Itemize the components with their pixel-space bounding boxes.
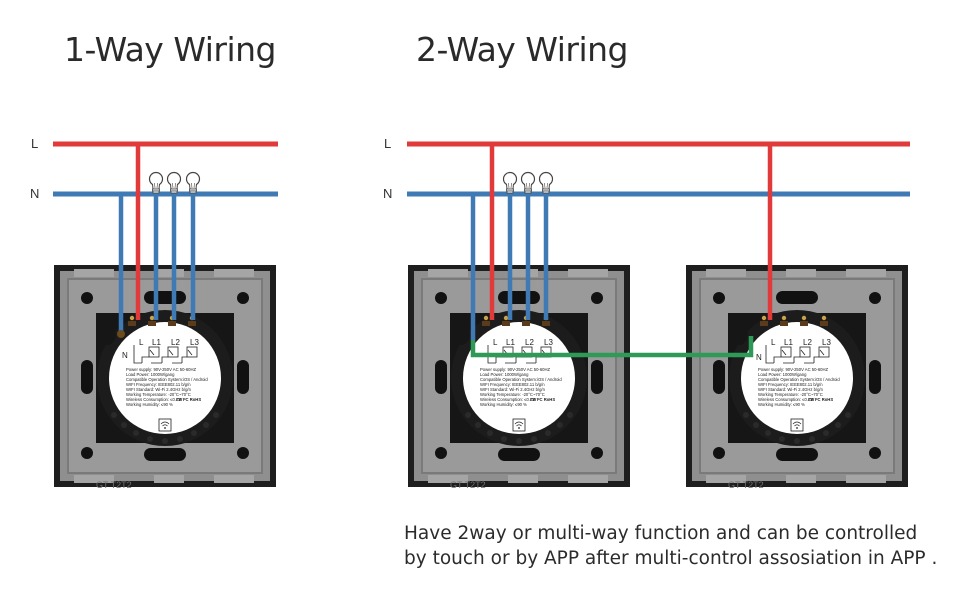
spec-line: Working Temperature: -20°C~70°C [126,392,191,397]
traveler-wire [470,336,754,358]
spec-line: Compatible Operation System:iOS / Androi… [758,377,840,382]
spec-line: WIFI Frequency: IEEE802.11 b/g/n [126,382,191,387]
one-way-diagram: L L1 L2 L3 N Power supply: 90V-250V AC 5… [53,141,278,491]
spec-line: Wireless Consumption: ≤0.2W [126,397,182,402]
light-bulb-icon [538,171,554,194]
spec-line: Load Power: 1000W/gang [758,372,807,377]
light-bulb-icon [148,171,164,194]
spec-line: Working Humidity: ≤90 % [758,402,805,407]
light-bulb-icon [520,171,536,194]
terminal-label-L1: L1 [152,338,161,347]
spec-line: Power supply: 90V-250V AC 50-60HZ [758,367,829,372]
spec-line: Load Power: 1000W/gang [126,372,175,377]
certification-marks: CE FC RoHS [176,397,201,402]
spec-line: Working Temperature: -20°C~70°C [480,392,545,397]
terminal-label-L3: L3 [190,338,199,347]
label-neutral-2way: N [383,186,393,201]
label-live-2way: L [384,136,392,151]
terminal-label-L2: L2 [171,338,180,347]
terminal-label-N: N [756,353,762,362]
light-bulb-icon [502,171,518,194]
spec-line: Compatible Operation System:iOS / Androi… [480,377,562,382]
spec-line: Working Humidity: ≤90 % [480,402,527,407]
spec-text-block: Power supply: 90V-250V AC 50-60HZ Load P… [480,367,562,407]
spec-line: Working Humidity: ≤90 % [126,402,173,407]
terminal-label-L1: L1 [784,338,793,347]
terminal-label-L2: L2 [803,338,812,347]
spec-line: Compatible Operation System:iOS / Androi… [126,377,208,382]
spec-line: Wireless Consumption: ≤0.2W [480,397,536,402]
caption-line-1: Have 2way or multi-way function and can … [404,523,918,544]
terminal-label-L: L [493,338,498,347]
spec-line: WIFI Frequency: IEEE802.11 b/g/n [480,382,545,387]
switch-plate-2way-primary: L L1 L2 L3 Power supply: 90V-250V AC 50-… [407,264,631,491]
light-bulb-icon [185,171,201,194]
two-way-diagram: L L1 L2 L3 Power supply: 90V-250V AC 50-… [407,141,910,491]
terminal-label-L: L [139,338,144,347]
switch-plate-2way-secondary: L L1 L2 L3 N Power supply: 90V-250V AC 5… [685,264,909,491]
spec-line: WIFI Standard: Wi-Fi 2.4GHz b/g/n [480,387,546,392]
label-neutral-1way: N [30,186,40,201]
label-live-1way: L [31,136,39,151]
terminal-label-L1: L1 [506,338,515,347]
spec-line: Power supply: 90V-250V AC 50-60HZ [126,367,197,372]
spec-line: WIFI Frequency: IEEE802.11 b/g/n [758,382,823,387]
light-bulb-icon [166,171,182,194]
spec-line: Working Temperature: -20°C~70°C [758,392,823,397]
spec-text-block: Power supply: 90V-250V AC 50-60HZ Load P… [126,367,208,407]
terminal-label-L2: L2 [525,338,534,347]
terminal-label-L: L [771,338,776,347]
title-two-way-wiring: 2-Way Wiring [416,30,629,69]
terminal-label-L3: L3 [822,338,831,347]
caption-line-2: by touch or by APP after multi-control a… [404,548,938,569]
certification-marks: CE FC RoHS [808,397,833,402]
switch-plate-1way: L L1 L2 L3 N Power supply: 90V-250V AC 5… [53,264,277,491]
spec-line: Load Power: 1000W/gang [480,372,529,377]
terminal-label-N: N [122,351,128,360]
terminal-label-L3: L3 [544,338,553,347]
spec-line: Power supply: 90V-250V AC 50-60HZ [480,367,551,372]
spec-line: WIFI Standard: Wi-Fi 2.4GHz b/g/n [126,387,192,392]
neutral-terminal [117,330,125,338]
spec-line: WIFI Standard: Wi-Fi 2.4GHz b/g/n [758,387,824,392]
spec-line: Wireless Consumption: ≤0.2W [758,397,814,402]
caption: Have 2way or multi-way function and can … [404,521,937,571]
certification-marks: CE FC RoHS [530,397,555,402]
title-one-way-wiring: 1-Way Wiring [64,30,277,69]
spec-text-block: Power supply: 90V-250V AC 50-60HZ Load P… [758,367,840,407]
